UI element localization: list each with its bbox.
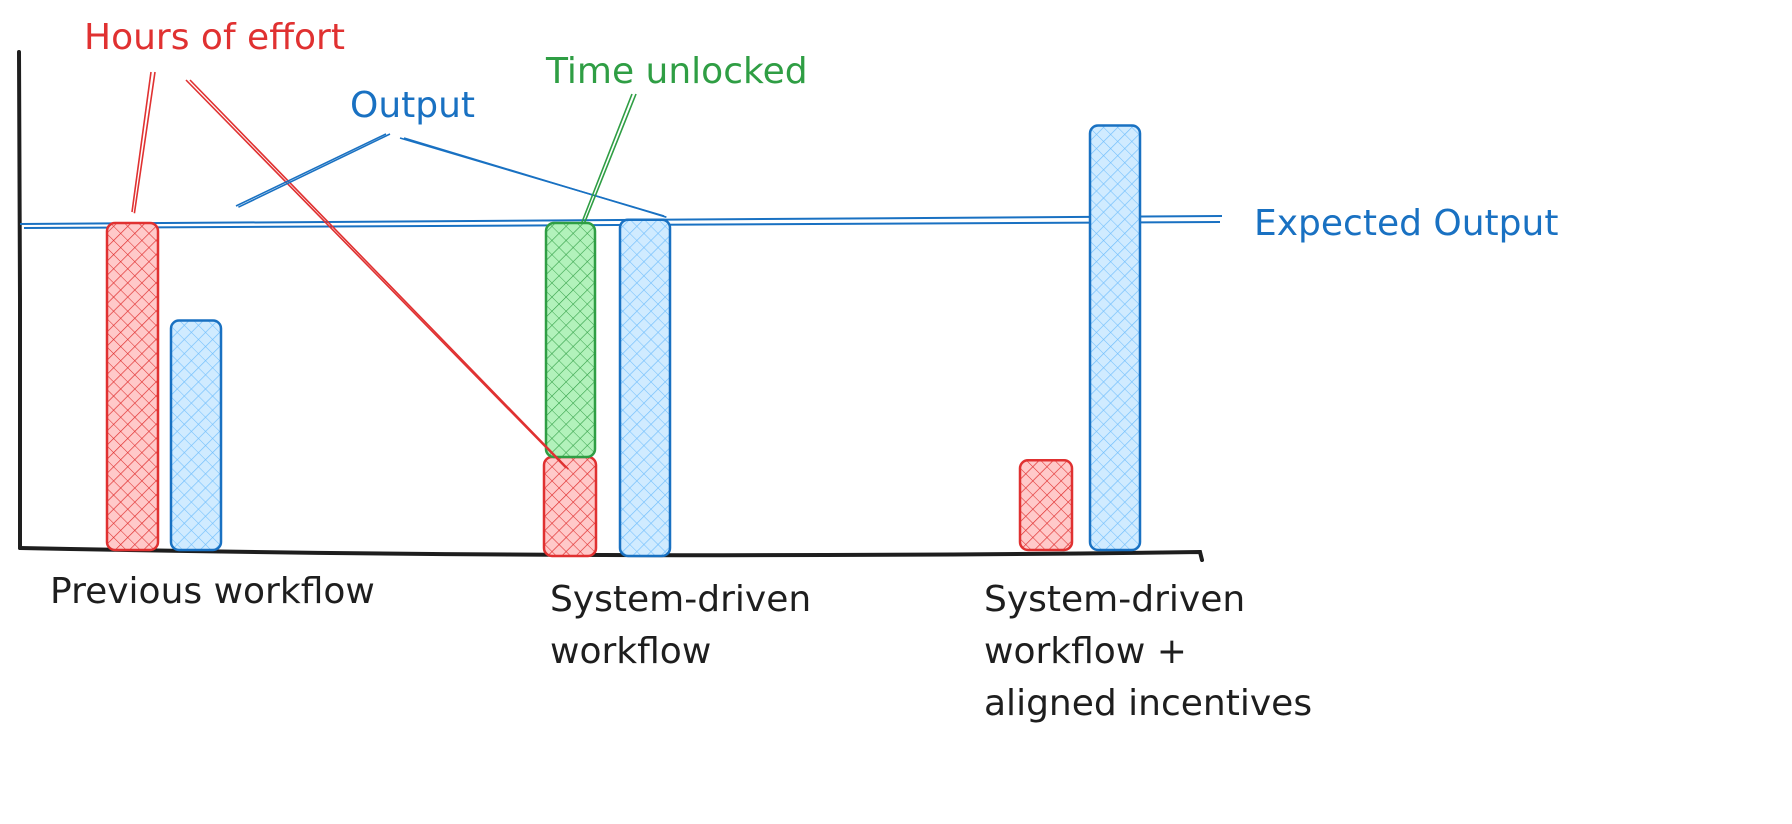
bar-crosshatch-output-2 bbox=[1090, 125, 1140, 550]
expected-output-stroke-0 bbox=[19, 215, 1223, 225]
bar-crosshatch-effort-0 bbox=[107, 223, 158, 550]
category-label-0: Previous workflow bbox=[50, 566, 375, 618]
leader-effort-to-bar-1-stroke-1 bbox=[133, 71, 156, 214]
bar-effort-0 bbox=[105, 221, 160, 552]
category-label-0-line-0: Previous workflow bbox=[50, 571, 375, 612]
leader-time-unlocked-stroke-0 bbox=[581, 93, 633, 223]
annotation-hours-of-effort: Hours of effort bbox=[84, 17, 345, 58]
bar-outline-effort-0 bbox=[105, 221, 160, 552]
leader-output-right-stroke-1 bbox=[403, 137, 667, 218]
category-label-1-line-0: System-driven bbox=[550, 579, 812, 620]
category-label-2: System-driven workflow + aligned incentive… bbox=[984, 574, 1312, 730]
annotation-leaders bbox=[131, 71, 667, 470]
reference-line-label: Expected Output bbox=[1254, 203, 1559, 244]
leader-effort-to-bar-2-stroke-0 bbox=[185, 79, 567, 469]
bar-outline-output-0 bbox=[169, 319, 223, 552]
bars-group bbox=[105, 124, 1142, 558]
y-axis bbox=[17, 50, 22, 550]
bar-output-2 bbox=[1088, 124, 1142, 552]
leader-effort-to-bar-1-stroke-0 bbox=[131, 71, 152, 213]
category-label-1-line-1: workflow bbox=[550, 631, 712, 672]
category-label-2-line-1: workflow + bbox=[984, 631, 1187, 672]
bar-outline-output-1 bbox=[618, 218, 672, 558]
category-label-1: System-driven workflow bbox=[550, 574, 811, 678]
bar-crosshatch-effort-1 bbox=[544, 457, 596, 556]
category-label-2-line-2: aligned incentives bbox=[984, 683, 1313, 724]
bar-effort-2 bbox=[1018, 459, 1074, 552]
leader-time-unlocked-stroke-1 bbox=[583, 93, 637, 224]
annotation-output: Output bbox=[350, 85, 476, 126]
bar-outline-effort-2 bbox=[1018, 459, 1074, 552]
leader-output-left-stroke-1 bbox=[238, 133, 391, 208]
bar-crosshatch-output-0 bbox=[171, 320, 221, 550]
bar-outline-output-2 bbox=[1088, 124, 1142, 552]
bar-crosshatch-unlocked-1 bbox=[546, 223, 595, 457]
category-label-2-line-0: System-driven bbox=[984, 579, 1246, 620]
leader-effort-to-bar-2-stroke-1 bbox=[189, 79, 569, 470]
annotation-time-unlocked: Time unlocked bbox=[546, 51, 808, 92]
bar-unlocked-1 bbox=[544, 221, 597, 459]
bar-crosshatch-effort-2 bbox=[1020, 460, 1072, 550]
leader-output-left-stroke-0 bbox=[235, 133, 387, 207]
bar-output-1 bbox=[618, 218, 672, 558]
bar-output-0 bbox=[169, 319, 223, 552]
bar-effort-1 bbox=[542, 455, 598, 558]
bar-crosshatch-output-1 bbox=[620, 219, 670, 556]
bar-outline-unlocked-1 bbox=[544, 221, 597, 459]
